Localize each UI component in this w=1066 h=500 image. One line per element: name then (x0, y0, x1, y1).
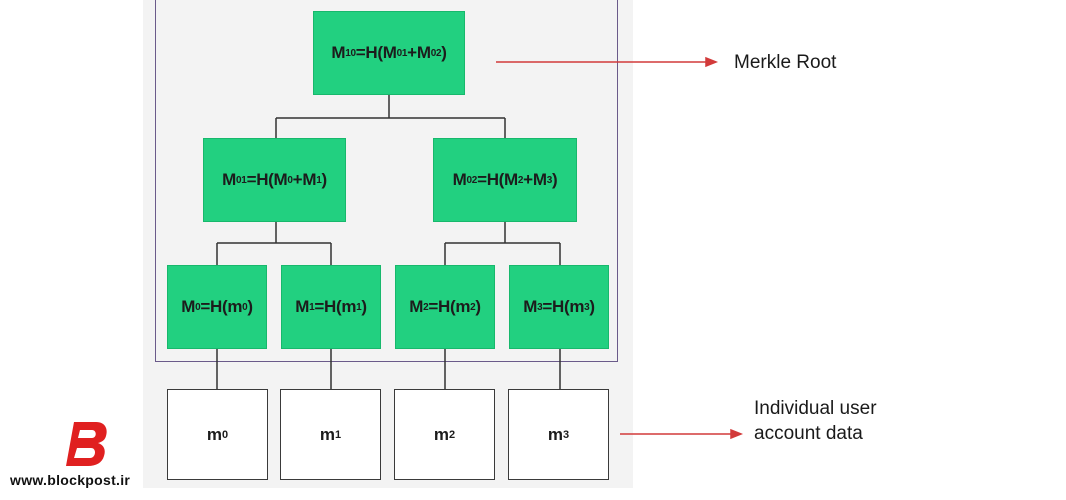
root-connector (275, 95, 506, 138)
watermark-site: www.blockpost.ir (10, 472, 131, 488)
user-data-label-line2: account data (754, 423, 863, 444)
merkle-root-label: Merkle Root (734, 52, 837, 73)
user-data-label-line1: Individual user (754, 398, 877, 419)
merkle-tree-frame (155, 0, 618, 362)
blockpost-logo-icon: B (66, 422, 107, 466)
user-data-label: Individual user account data (754, 396, 877, 446)
svg-text:B: B (87, 459, 88, 461)
left-connector (216, 222, 332, 265)
leaf-connectors (216, 349, 561, 389)
right-connector (444, 222, 561, 265)
